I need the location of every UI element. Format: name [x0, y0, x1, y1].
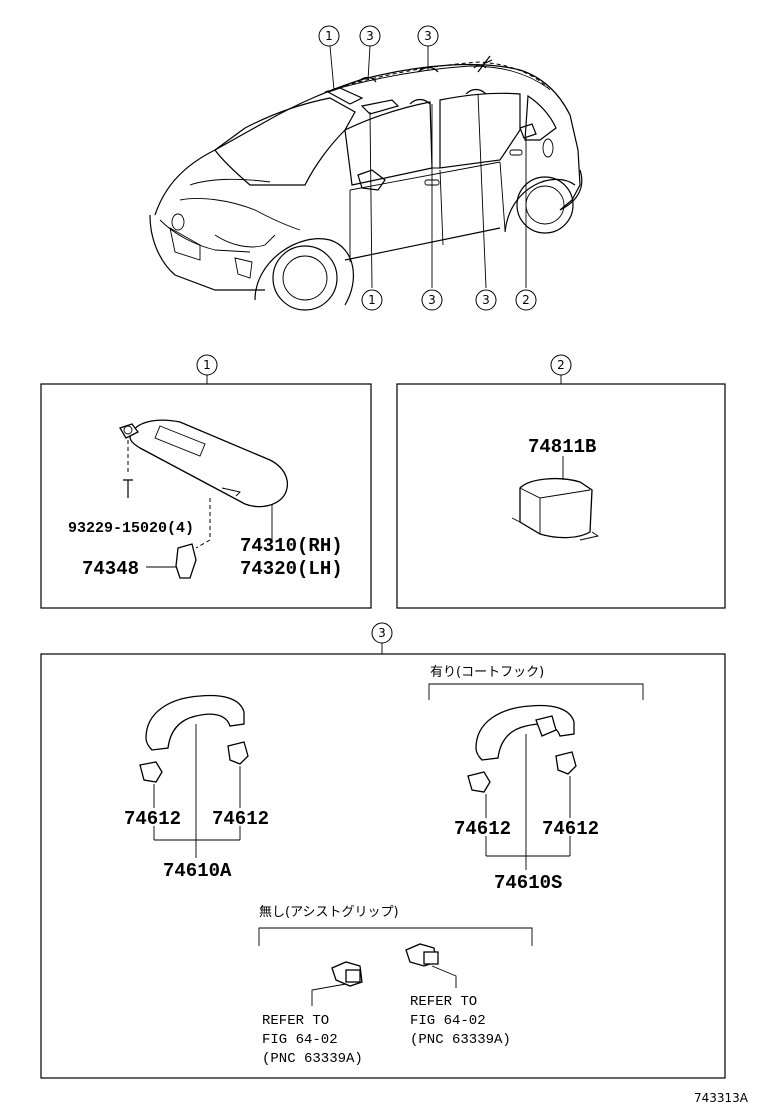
svg-text:3: 3 [378, 626, 386, 640]
assist-grip-s-label: 74610S [494, 872, 562, 894]
svg-text:3: 3 [428, 293, 436, 307]
refer-b-line2: FIG 64-02 [410, 1013, 486, 1029]
assist-grip-a-part [145, 694, 245, 751]
lamp-label: 74811B [528, 436, 596, 458]
svg-text:1: 1 [203, 358, 211, 372]
svg-text:3: 3 [366, 29, 374, 43]
panel-3-assist-grip: 3 74612 74612 74610A 有り(コートフック) 74612 74… [40, 622, 726, 1079]
svg-text:3: 3 [482, 293, 490, 307]
coat-hook-part [535, 715, 557, 737]
coat-hook-note: 有り(コートフック) [430, 665, 544, 680]
assist-grip-a-label: 74610A [163, 860, 232, 882]
svg-text:3: 3 [424, 29, 432, 43]
screw-part [123, 479, 133, 498]
clip-a-left-part [139, 761, 163, 783]
clip-a-right-label: 74612 [212, 808, 269, 830]
clip-s-left-label: 74612 [454, 818, 511, 840]
screw-label: 93229-15020(4) [68, 520, 194, 537]
refer-a-line3: (PNC 63339A) [262, 1051, 363, 1067]
refer-a-line2: FIG 64-02 [262, 1032, 338, 1048]
no-grip-note: 無し(アシストグリップ) [259, 905, 399, 920]
callout-bottom-1: 1 [361, 289, 383, 311]
refer-b-line3: (PNC 63339A) [410, 1032, 511, 1048]
svg-text:1: 1 [325, 29, 333, 43]
room-lamp-part [519, 478, 593, 539]
panel-2-room-lamp: 2 74811B [396, 354, 726, 609]
car-illustration [149, 55, 583, 311]
callout-bottom-3: 3 [475, 289, 497, 311]
callout-top-3: 3 [417, 25, 439, 47]
svg-text:2: 2 [522, 293, 530, 307]
callout-top-1: 1 [318, 25, 340, 47]
clip-s-left-part [467, 771, 491, 793]
panel-1-frame [40, 383, 372, 609]
figure-code: 743313A [694, 1091, 749, 1105]
refer-b-line1: REFER TO [410, 994, 477, 1010]
callout-bottom-2: 3 [421, 289, 443, 311]
holder-label: 74348 [82, 558, 139, 580]
sun-visor-part [129, 419, 289, 508]
clip-s-right-label: 74612 [542, 818, 599, 840]
assist-grip-s-part [475, 704, 575, 761]
visor-rh-label: 74310(RH) [240, 535, 343, 557]
overview-callouts: 1 3 3 1 3 3 2 [318, 25, 537, 311]
panel-3-frame [40, 653, 726, 1079]
overview-leaders [329, 45, 527, 289]
callout-bottom-4: 2 [515, 289, 537, 311]
clip-a-right-part [227, 741, 249, 765]
clip-a-left-label: 74612 [124, 808, 181, 830]
visor-holder-part [175, 543, 197, 579]
svg-text:2: 2 [557, 358, 565, 372]
callout-top-2: 3 [359, 25, 381, 47]
panel-1-sun-visor: 1 93229-15020(4) 74348 74310(RH) 74320(L… [40, 354, 372, 609]
svg-text:1: 1 [368, 293, 376, 307]
refer-a-line1: REFER TO [262, 1013, 329, 1029]
visor-lh-label: 74320(LH) [240, 558, 343, 580]
clip-s-right-part [555, 751, 577, 775]
panel-2-frame [396, 383, 726, 609]
